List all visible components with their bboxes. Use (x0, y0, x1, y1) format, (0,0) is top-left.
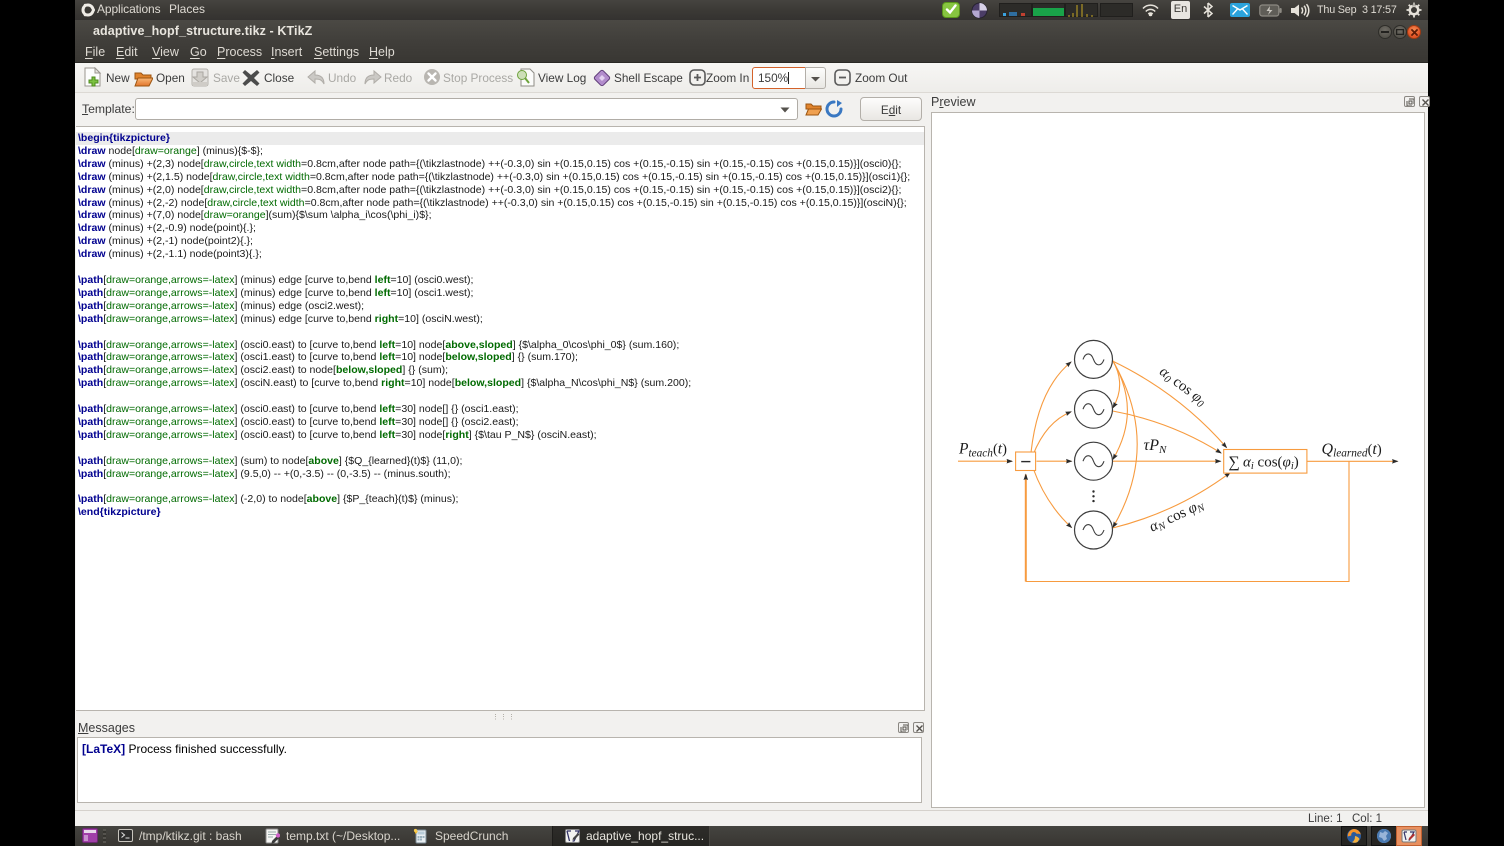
svg-text:∑: ∑ (1229, 454, 1240, 471)
svg-text:α0 cos φ0: α0 cos φ0 (1155, 364, 1209, 411)
svg-text:τPN: τPN (1144, 437, 1168, 456)
svg-text:Qlearned(t): Qlearned(t) (1322, 441, 1382, 460)
svg-text:αi cos(φi): αi cos(φi) (1243, 455, 1299, 473)
svg-text:αN cos φN: αN cos φN (1147, 496, 1208, 537)
svg-text:Pteach(t): Pteach(t) (958, 441, 1007, 460)
